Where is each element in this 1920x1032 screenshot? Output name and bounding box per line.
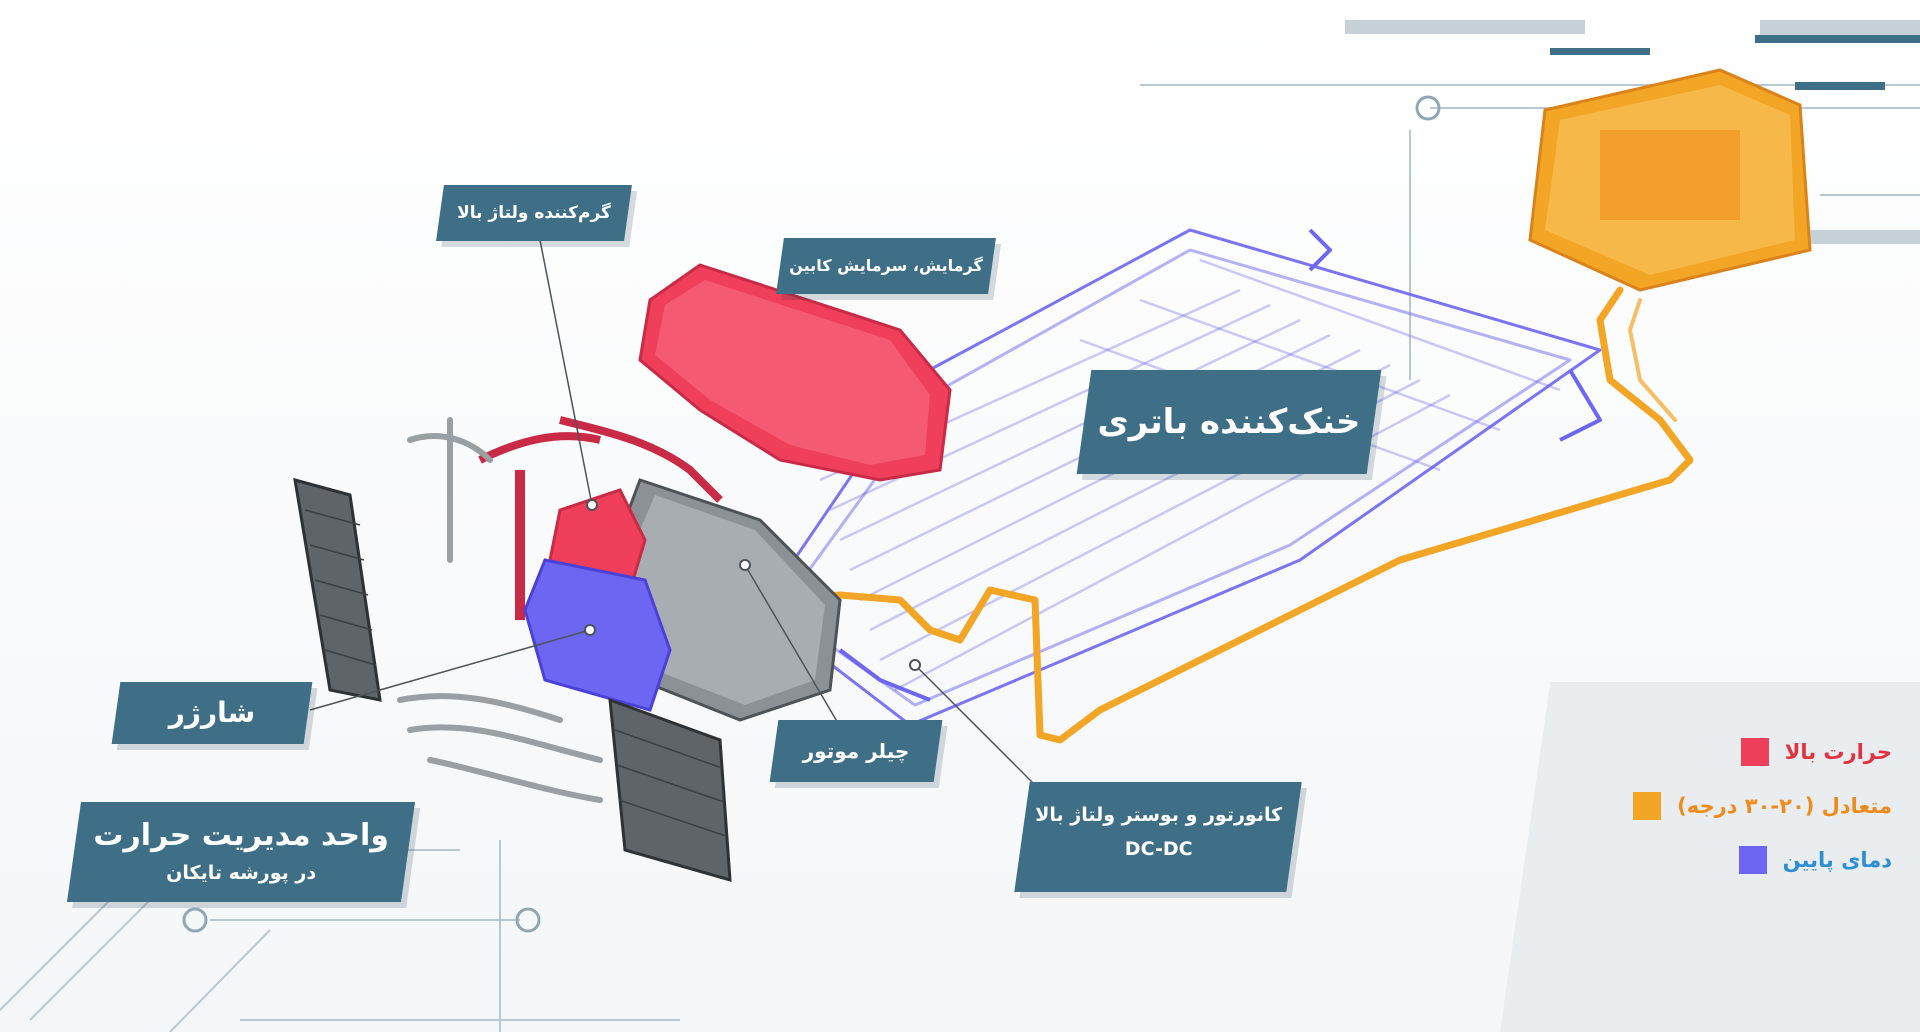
- callout-leader-lines: [309, 239, 1041, 791]
- motor-unit-orange: [1528, 68, 1812, 292]
- legend-item-medium: متعادل (۲۰-۳۰ درجه): [1633, 792, 1892, 820]
- callout-tmu-subtitle: در پورشه تایکان: [166, 862, 317, 884]
- legend-item-high: حرارت بالا: [1740, 738, 1892, 766]
- callout-tmu-title: واحد مدیریت حرارت: [93, 818, 389, 853]
- callout-cabin-text: گرمایش، سرمایش کابین: [789, 256, 983, 275]
- legend-label-medium: متعادل (۲۰-۳۰ درجه): [1677, 794, 1892, 818]
- callout-chiller-text: چیلر موتور: [802, 739, 910, 763]
- legend-swatch-low: [1738, 846, 1767, 874]
- decorative-circuit-lines: [0, 84, 1920, 1032]
- pipework-grey: [397, 417, 603, 803]
- temperature-legend: حرارت بالا متعادل (۲۰-۳۰ درجه) دمای پایی…: [1500, 682, 1920, 1032]
- callout-charger-text: شارژر: [168, 696, 256, 729]
- callout-dcdc-converter: کانورتور و بوستر ولتاژ بالا DC-DC: [1014, 782, 1302, 892]
- medium-temp-coolant-line: [716, 286, 1694, 744]
- callout-high-voltage-heater: گرم‌کننده ولتاژ بالا: [436, 185, 632, 241]
- radiator-right: [608, 697, 732, 883]
- legend-label-low: دمای پایین: [1782, 848, 1892, 872]
- callout-dcdc-line1: کانورتور و بوستر ولتاژ بالا: [1035, 804, 1283, 826]
- legend-item-low: دمای پایین: [1738, 846, 1892, 874]
- leader-endpoints: [584, 499, 921, 671]
- decorative-hatch-bars: [1345, 20, 1920, 244]
- callout-charger: شارژر: [111, 682, 313, 744]
- cabin-hvac-unit-red: [478, 263, 952, 620]
- charger-unit-blue: [523, 558, 672, 712]
- callout-dcdc-line2: DC-DC: [1124, 838, 1193, 860]
- callout-battery-cooling: خنک‌کننده باتری: [1076, 370, 1382, 474]
- legend-label-high: حرارت بالا: [1784, 740, 1892, 764]
- callout-engine-chiller: چیلر موتور: [769, 720, 943, 782]
- legend-swatch-high: [1740, 738, 1769, 766]
- callout-thermal-management-unit: واحد مدیریت حرارت در پورشه تایکان: [66, 802, 416, 902]
- radiator-left: [293, 477, 382, 702]
- callout-battery-text: خنک‌کننده باتری: [1097, 402, 1361, 442]
- callout-heater-text: گرم‌کننده ولتاژ بالا: [457, 203, 611, 223]
- legend-swatch-medium: [1633, 792, 1662, 820]
- callout-cabin-hvac: گرمایش، سرمایش کابین: [776, 238, 996, 294]
